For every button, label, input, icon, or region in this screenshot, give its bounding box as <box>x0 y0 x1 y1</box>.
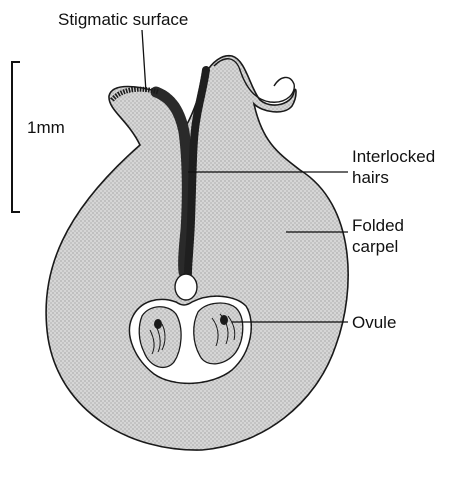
label-stigmatic-surface: Stigmatic surface <box>58 9 188 30</box>
scale-bar <box>12 62 20 212</box>
label-folded-carpel: Folded carpel <box>352 215 404 257</box>
label-scale: 1mm <box>27 117 65 138</box>
label-interlocked-hairs: Interlocked hairs <box>352 146 435 188</box>
leader-stigmatic <box>142 30 146 92</box>
canal-bulb <box>175 274 197 300</box>
label-ovule: Ovule <box>352 312 396 333</box>
left-ovule-nucellus <box>154 319 162 329</box>
right-ovule-nucellus <box>220 315 228 325</box>
